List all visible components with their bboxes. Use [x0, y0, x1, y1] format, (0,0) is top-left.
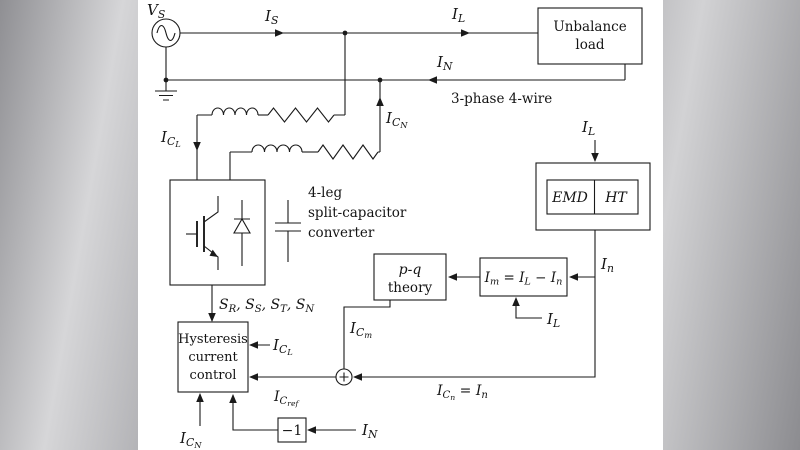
emd-ht-block: EMD HT IL: [535, 118, 651, 231]
gain-label: −1: [282, 423, 303, 439]
arrow-icl: [193, 142, 201, 151]
label-icn-feedback: ICN: [179, 429, 202, 450]
in-wire: [354, 230, 596, 378]
label-icl-feedback: ICL: [272, 336, 293, 357]
arrow-in: [428, 76, 437, 84]
hysteresis-line1: Hysteresis: [178, 332, 248, 347]
diode-symbol: [233, 200, 251, 266]
hysteresis-block: Hysteresis current control ICL ICN: [177, 321, 293, 450]
igbt-emitter-arrow: [209, 249, 218, 257]
resistor-symbol: [317, 144, 379, 160]
label-is: IS: [264, 7, 278, 27]
arrow-icn-into-hysteresis: [196, 393, 204, 402]
arrow-gain-into-hysteresis: [229, 394, 237, 403]
label-il-feed: IL: [546, 310, 560, 330]
label-icn-branch: ICN: [385, 109, 408, 130]
theory-label: theory: [388, 280, 433, 296]
arrow-im-into-pq: [448, 273, 457, 281]
unbalance-load-block: Unbalance load: [537, 7, 643, 65]
im-block: Im = IL − In IL: [448, 257, 568, 330]
diode-triangle: [233, 217, 251, 234]
pq-label: p-q: [399, 262, 422, 278]
arrow-il-into-im: [512, 297, 520, 306]
converter-caption-line3: converter: [308, 225, 375, 241]
hysteresis-line2: current: [188, 350, 238, 365]
label-in-inverter: IN: [361, 421, 378, 441]
icm-wire: [343, 300, 391, 369]
arrow-icl-into-hysteresis: [249, 341, 258, 349]
capacitor-plates: [275, 200, 301, 262]
hysteresis-box: [177, 321, 249, 393]
converter-caption-line1: 4-leg: [308, 185, 342, 201]
power-wires: IS IL IN 3-phase 4-wire: [163, 5, 626, 107]
branch-wire: [334, 33, 346, 116]
in-signal-wires: In ICn = In: [353, 230, 614, 402]
converter-block: 4-leg split-capacitor converter: [169, 179, 407, 286]
label-vs: VS: [147, 1, 165, 21]
arrow-il-into-emd: [591, 153, 599, 162]
unbalance-load-line2: load: [575, 37, 604, 53]
arrow-in-into-im: [569, 273, 578, 281]
label-icn-eq: ICn = In: [436, 383, 488, 402]
arrow-is: [275, 29, 284, 37]
ground-bars: [155, 90, 177, 101]
arrow-in-into-gain: [307, 426, 316, 434]
unbalance-load-line1: Unbalance: [553, 19, 626, 35]
gain-output-wire: [232, 395, 278, 431]
capacitor-symbol: [275, 200, 301, 262]
unbalance-load-box: [537, 7, 643, 65]
gain-block: −1 IN: [229, 394, 378, 443]
label-icl-branch: ICL: [160, 128, 181, 149]
igbt-collector: [203, 196, 219, 223]
ht-label: HT: [604, 190, 628, 206]
hysteresis-line3: control: [190, 368, 237, 383]
arrow-icn-into-sum: [353, 373, 362, 381]
filter-branch-phase: ICL: [160, 33, 346, 180]
resistor-symbol: [267, 107, 335, 123]
label-switch-signals: SR, SS, ST, SN: [219, 297, 315, 315]
branch-wire: [229, 151, 252, 180]
label-in-out: In: [600, 255, 614, 275]
arrow-icref-into-hysteresis: [249, 373, 258, 381]
label-icref: ICref: [273, 389, 299, 408]
im-formula: Im = IL − In: [484, 270, 563, 288]
pq-block: p-q theory ICm: [343, 253, 447, 369]
label-3phase-4wire: 3-phase 4-wire: [451, 91, 552, 107]
emd-ht-inner-box: [546, 179, 639, 215]
label-il-meas: IL: [581, 118, 595, 138]
label-il-line: IL: [451, 5, 465, 25]
inductor-symbol: [211, 107, 259, 116]
arrow-il: [461, 29, 470, 37]
pq-box: [373, 253, 447, 301]
emd-label: EMD: [551, 190, 588, 206]
neutral-wire: [165, 47, 626, 81]
branch-wire: [378, 80, 381, 153]
junction-dot: [163, 77, 169, 83]
label-in-line: IN: [436, 53, 453, 73]
summing-junction: ICref: [249, 368, 353, 408]
label-icm: ICm: [349, 319, 372, 340]
gain-box: [277, 417, 307, 443]
arrow-gate-signals: [208, 313, 216, 322]
sine-wave-icon: [156, 24, 176, 42]
arrow-icn: [376, 97, 384, 106]
inductor-symbol: [251, 144, 303, 153]
filter-branch-neutral: ICN: [229, 80, 408, 180]
gate-signal-wire: SR, SS, ST, SN: [208, 285, 315, 322]
plus-icon: [339, 372, 349, 382]
converter-caption-line2: split-capacitor: [308, 205, 407, 221]
igbt-symbol: [186, 196, 219, 270]
im-box: [479, 257, 568, 297]
